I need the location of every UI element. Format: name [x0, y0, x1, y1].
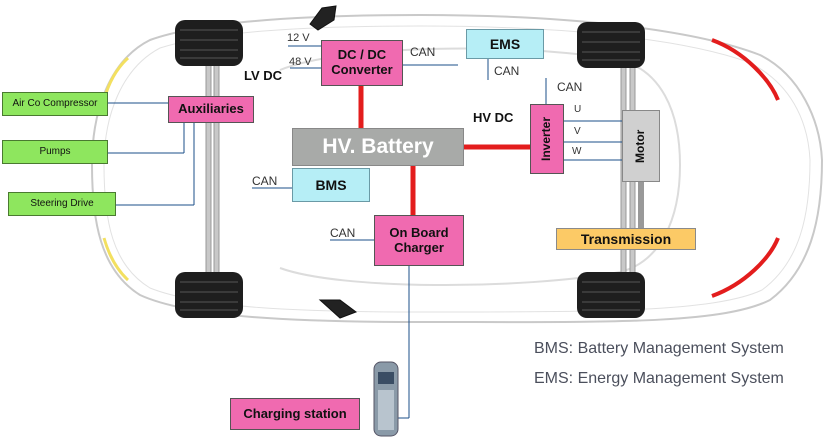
car-body-inner [103, 25, 811, 313]
ems-block: EMS [466, 29, 544, 59]
wheel-rear-bottom [175, 272, 243, 318]
legend-ems: EMS: Energy Management System [534, 370, 784, 387]
hv-battery-block: HV. Battery [292, 128, 464, 166]
bms-block: BMS [292, 168, 370, 202]
rear-light-right [102, 237, 130, 282]
wheel-rear-top [175, 20, 243, 66]
label-hv-dc: HV DC [473, 110, 514, 125]
load-steering-drive: Steering Drive [8, 192, 116, 216]
front-light-left [711, 38, 780, 101]
label-phase-w: W [572, 146, 582, 157]
load-pumps: Pumps [2, 140, 108, 164]
load-air-co-compressor: Air Co Compressor [2, 92, 108, 116]
label-phase-v: V [574, 126, 581, 137]
rear-axle-left [205, 47, 212, 297]
cabin-outline [279, 47, 682, 287]
transmission-block: Transmission [556, 228, 696, 250]
mirror-top [309, 5, 337, 31]
label-can-inverter: CAN [557, 80, 583, 94]
label-48v: 48 V [289, 56, 312, 68]
car-body-outline [90, 13, 824, 324]
label-lv-dc: LV DC [244, 68, 283, 83]
on-board-charger-block: On Board Charger [374, 215, 464, 266]
label-can-ems: CAN [494, 64, 520, 78]
inverter-block: Inverter [530, 104, 564, 174]
label-can-bms: CAN [252, 174, 278, 188]
charging-station-icon [373, 361, 399, 437]
label-can-charger: CAN [330, 226, 356, 240]
wheel-front-bottom [577, 272, 645, 318]
mirror-bottom [318, 299, 358, 319]
charging-station-block: Charging station [230, 398, 360, 430]
legend-bms: BMS: Battery Management System [534, 340, 784, 357]
auxiliaries-block: Auxiliaries [168, 96, 254, 123]
signal-lines [108, 45, 622, 419]
rear-axle-right [213, 47, 220, 297]
label-phase-u: U [574, 104, 582, 115]
hv-lines [358, 86, 530, 215]
motor-block: Motor [622, 110, 660, 182]
label-12v: 12 V [287, 32, 310, 44]
front-light-right [711, 237, 780, 298]
wheel-front-top [577, 22, 645, 68]
label-can-dcdc: CAN [410, 45, 436, 59]
dcdc-converter-block: DC / DC Converter [321, 40, 403, 86]
